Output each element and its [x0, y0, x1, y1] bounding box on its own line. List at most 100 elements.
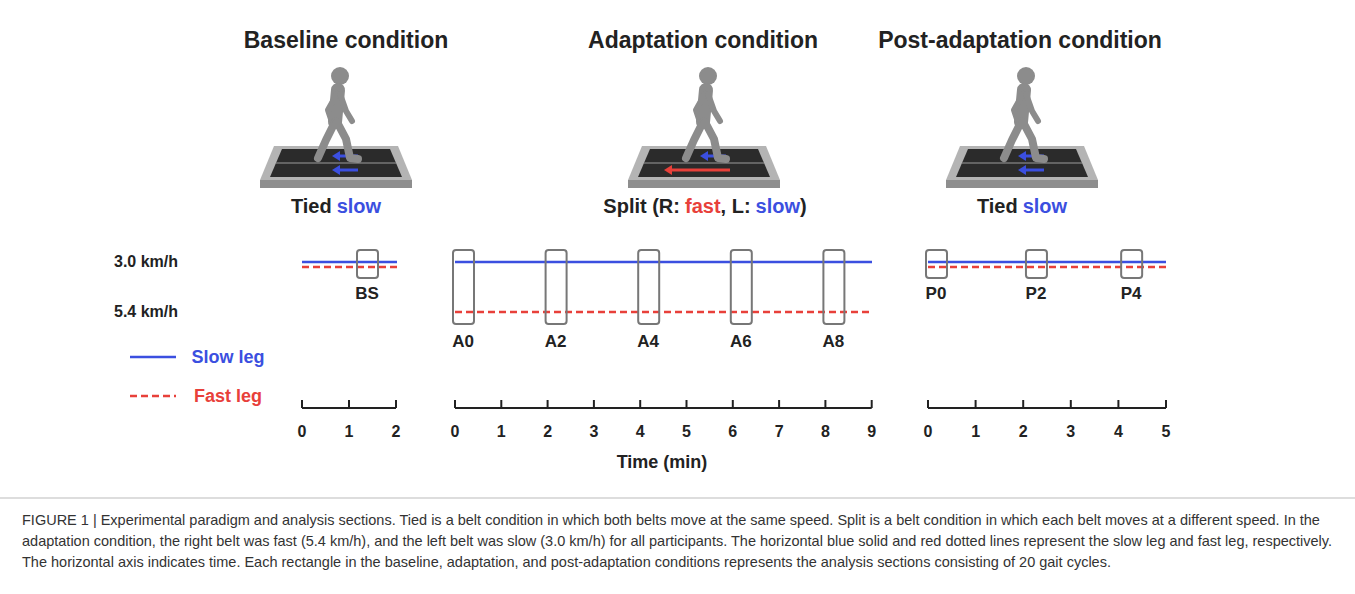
tick-label: 2: [543, 423, 552, 441]
belt-arrow: [670, 169, 730, 172]
belt-arrowhead: [332, 165, 340, 175]
treadmill-base: [628, 180, 780, 188]
axis-tick: [454, 400, 456, 408]
section-label: P4: [1121, 284, 1142, 304]
slow-leg-line: [455, 261, 872, 264]
tick-label: 8: [821, 423, 830, 441]
belt-arrowhead: [1018, 151, 1026, 161]
speed-label: 5.4 km/h: [114, 303, 178, 321]
treadmill: [946, 146, 1098, 188]
axis-tick: [1070, 400, 1072, 408]
condition-word: Tied: [977, 195, 1018, 218]
tick-label: 7: [775, 423, 784, 441]
condition-word: slow: [337, 195, 381, 218]
section-label: P2: [1026, 284, 1047, 304]
fast-leg-line: [130, 395, 176, 398]
condition-word: slow: [756, 195, 800, 218]
tick-label: 4: [1114, 423, 1123, 441]
condition-word: fast: [685, 195, 721, 218]
tick-label: 5: [1162, 423, 1171, 441]
fast-leg-line: [455, 311, 872, 314]
condition-title: Adaptation condition: [588, 27, 818, 54]
belt-divider: [644, 162, 764, 164]
belt-arrowhead: [664, 165, 672, 175]
belt-condition: Split (R:fast, L:slow): [603, 195, 806, 218]
axis-tick: [593, 400, 595, 408]
treadmill-frame: [260, 146, 412, 180]
belt-divider: [276, 162, 396, 164]
speed-label: 3.0 km/h: [114, 253, 178, 271]
tick-label: 1: [497, 423, 506, 441]
belt-arrowhead: [1018, 165, 1026, 175]
treadmill: [628, 146, 780, 188]
treadmill-belts: [956, 149, 1088, 177]
legend-label: Fast leg: [194, 386, 262, 407]
section-label: A4: [637, 332, 659, 352]
axis-tick: [547, 400, 549, 408]
section-label: BS: [355, 284, 379, 304]
analysis-section: [1026, 250, 1047, 278]
axis-tick: [871, 400, 873, 408]
treadmill-base: [260, 180, 412, 188]
axis-tick: [975, 400, 977, 408]
belt-arrow: [338, 169, 358, 172]
caption-rule: [0, 498, 1355, 499]
axis-title: Time (min): [617, 452, 708, 473]
condition-word: ): [800, 195, 807, 218]
tick-label: 1: [345, 423, 354, 441]
axis-tick: [732, 400, 734, 408]
belt-arrowhead: [332, 151, 340, 161]
analysis-section: [1121, 250, 1142, 278]
tick-label: 3: [589, 423, 598, 441]
section-label: A6: [730, 332, 752, 352]
analysis-section: [926, 250, 947, 278]
treadmill-frame: [628, 146, 780, 180]
belt-arrowhead: [700, 151, 708, 161]
axis-tick: [927, 400, 929, 408]
condition-title: Baseline condition: [244, 27, 448, 54]
section-label: P0: [926, 284, 947, 304]
condition-word: Tied: [291, 195, 332, 218]
condition-word: slow: [1023, 195, 1067, 218]
axis-tick: [1165, 400, 1167, 408]
treadmill-belts: [270, 149, 402, 177]
legend-label: Slow leg: [191, 347, 264, 368]
tick-label: 3: [1066, 423, 1075, 441]
time-axis: [928, 407, 1166, 409]
analysis-section: [731, 250, 752, 324]
tick-label: 9: [867, 423, 876, 441]
analysis-section: [453, 250, 474, 324]
tick-label: 5: [682, 423, 691, 441]
treadmill-frame: [946, 146, 1098, 180]
condition-word: Split (R:: [603, 195, 680, 218]
section-label: A8: [823, 332, 845, 352]
walker-figure: [1004, 67, 1044, 159]
analysis-section: [357, 250, 378, 278]
axis-tick: [500, 400, 502, 408]
fast-leg-line: [302, 266, 397, 269]
axis-tick: [348, 400, 350, 408]
section-label: A0: [452, 332, 474, 352]
treadmill-base: [946, 180, 1098, 188]
axis-tick: [686, 400, 688, 408]
tick-label: 1: [971, 423, 980, 441]
time-axis: [455, 407, 872, 409]
tick-label: 0: [924, 423, 933, 441]
belt-condition: Tiedslow: [977, 195, 1067, 218]
figure-caption: FIGURE 1 | Experimental paradigm and ana…: [22, 510, 1332, 573]
belt-condition: Tiedslow: [291, 195, 381, 218]
analysis-section: [823, 250, 844, 324]
belt-arrow: [1024, 169, 1044, 172]
belt-divider: [962, 162, 1082, 164]
axis-tick: [824, 400, 826, 408]
tick-label: 6: [728, 423, 737, 441]
tick-label: 0: [451, 423, 460, 441]
axis-tick: [778, 400, 780, 408]
tick-label: 0: [298, 423, 307, 441]
slow-leg-line: [130, 356, 176, 359]
tick-label: 2: [392, 423, 401, 441]
walker-figure: [318, 67, 358, 159]
axis-tick: [301, 400, 303, 408]
axis-tick: [1022, 400, 1024, 408]
